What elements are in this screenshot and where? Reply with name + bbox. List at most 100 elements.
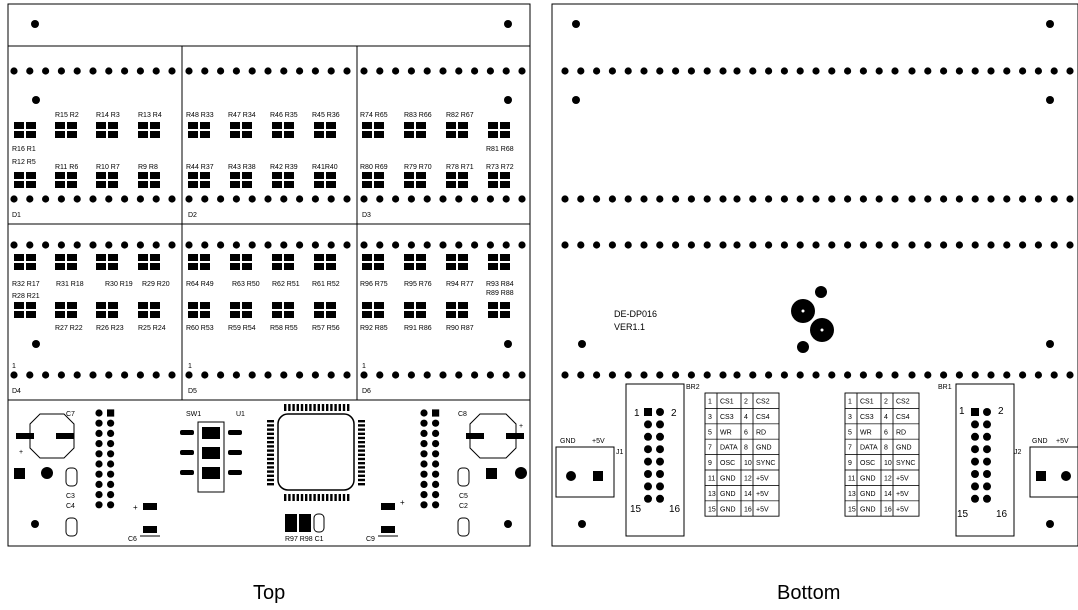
pin-dot bbox=[89, 195, 97, 203]
bottom-board: DE-DP016 VER1.1 GND +5V J1 GND +5V J2 BR… bbox=[551, 3, 1078, 547]
pad bbox=[108, 263, 118, 270]
pin-one-label: 1 bbox=[12, 363, 16, 370]
mount-hole bbox=[1046, 340, 1054, 348]
resistor-label: R11 R6 bbox=[55, 164, 78, 171]
pad-round bbox=[515, 467, 527, 479]
pin-dot bbox=[486, 195, 494, 203]
pin-dot bbox=[1019, 195, 1027, 203]
pin-table-text: 11 bbox=[848, 476, 855, 483]
chip-pin bbox=[313, 404, 316, 411]
pad bbox=[67, 311, 77, 318]
silk-version: VER1.1 bbox=[614, 322, 645, 332]
pin-dot bbox=[812, 371, 820, 379]
capacitor-c6-pad bbox=[143, 526, 157, 533]
pad bbox=[230, 172, 240, 179]
pin-dot bbox=[455, 195, 463, 203]
plus5v-label: +5V bbox=[1056, 438, 1069, 445]
pad bbox=[200, 311, 210, 318]
header-pin bbox=[432, 419, 440, 427]
pin-dot bbox=[376, 195, 384, 203]
capacitor-c6-pad bbox=[143, 503, 157, 510]
header-pin bbox=[432, 491, 440, 499]
resistor-pad-pair bbox=[314, 302, 336, 318]
header-pin bbox=[107, 450, 115, 458]
pin-table-text: SYNC bbox=[756, 460, 775, 467]
pin-dot bbox=[248, 67, 256, 75]
pad bbox=[284, 254, 294, 261]
pin-table-text: +5V bbox=[756, 476, 769, 483]
chip-pin bbox=[305, 494, 308, 501]
pad bbox=[314, 122, 324, 129]
pad bbox=[374, 131, 384, 138]
pin-dot bbox=[1034, 371, 1042, 379]
pad bbox=[326, 311, 336, 318]
pin-dot bbox=[844, 371, 852, 379]
resistor-pad-pair bbox=[188, 172, 210, 188]
pin-dot bbox=[924, 67, 932, 75]
pin-dot bbox=[624, 195, 632, 203]
pin-dot bbox=[152, 195, 160, 203]
header-pin bbox=[95, 470, 103, 478]
pin-dot bbox=[1066, 195, 1074, 203]
pad bbox=[326, 181, 336, 188]
pin-16-label: 16 bbox=[996, 509, 1008, 520]
pin-dot bbox=[1034, 241, 1042, 249]
c2-label: C2 bbox=[459, 503, 468, 510]
pad bbox=[200, 181, 210, 188]
resistor-pad-pair bbox=[272, 172, 294, 188]
pad bbox=[272, 131, 282, 138]
pad bbox=[67, 302, 77, 309]
pad bbox=[108, 302, 118, 309]
plus-label: + bbox=[400, 498, 405, 507]
pin-dot bbox=[471, 195, 479, 203]
resistor-label: R25 R24 bbox=[138, 325, 166, 332]
pad bbox=[362, 254, 372, 261]
pad bbox=[67, 254, 77, 261]
pin-table-text: +5V bbox=[896, 506, 909, 513]
pad bbox=[108, 172, 118, 179]
pin-table-text: 7 bbox=[708, 445, 712, 452]
connector-j2-pin bbox=[1036, 471, 1046, 481]
chip-u1-pins bbox=[267, 404, 365, 501]
pin-dot bbox=[57, 371, 65, 379]
pad bbox=[416, 172, 426, 179]
pad bbox=[108, 311, 118, 318]
pin-dot bbox=[955, 67, 964, 75]
pad bbox=[14, 311, 24, 318]
chip-pin bbox=[292, 494, 295, 501]
pin-dot bbox=[423, 241, 431, 249]
pin-dot bbox=[719, 371, 727, 379]
header-pin bbox=[95, 460, 103, 468]
pad bbox=[26, 181, 36, 188]
resistor-label: R14 R3 bbox=[96, 112, 120, 119]
pin-dot bbox=[486, 67, 494, 75]
pin-dot bbox=[908, 371, 916, 379]
pin-dot bbox=[971, 67, 979, 75]
pad bbox=[200, 302, 210, 309]
pin-dot bbox=[672, 371, 680, 379]
digit-pin-rows bbox=[10, 67, 526, 379]
mount-hole bbox=[504, 520, 512, 528]
pin-dot bbox=[859, 195, 868, 203]
resistor-label: R15 R2 bbox=[55, 112, 79, 119]
pin-dot bbox=[608, 241, 617, 249]
header-pin bbox=[107, 429, 115, 437]
header-br2-pins bbox=[644, 408, 664, 503]
header-pin-square bbox=[432, 409, 440, 417]
resistor-label: R47 R34 bbox=[228, 112, 256, 119]
resistor-pad-pair bbox=[362, 254, 384, 270]
pad bbox=[96, 181, 106, 188]
pin-dot bbox=[423, 371, 431, 379]
pin-table-text: OSC bbox=[860, 460, 875, 467]
resistor-label: R63 R50 bbox=[232, 281, 260, 288]
resistor-label: R81 R68 bbox=[486, 146, 514, 153]
pin-dot bbox=[57, 67, 65, 75]
chip-pin bbox=[292, 404, 295, 411]
pin-table-text: WR bbox=[720, 429, 732, 436]
pin-dot bbox=[311, 195, 319, 203]
pad-square bbox=[14, 468, 25, 479]
pad bbox=[284, 172, 294, 179]
chip-pin bbox=[347, 404, 350, 411]
pin-dot bbox=[593, 371, 601, 379]
pin-table-text: 4 bbox=[884, 414, 888, 421]
